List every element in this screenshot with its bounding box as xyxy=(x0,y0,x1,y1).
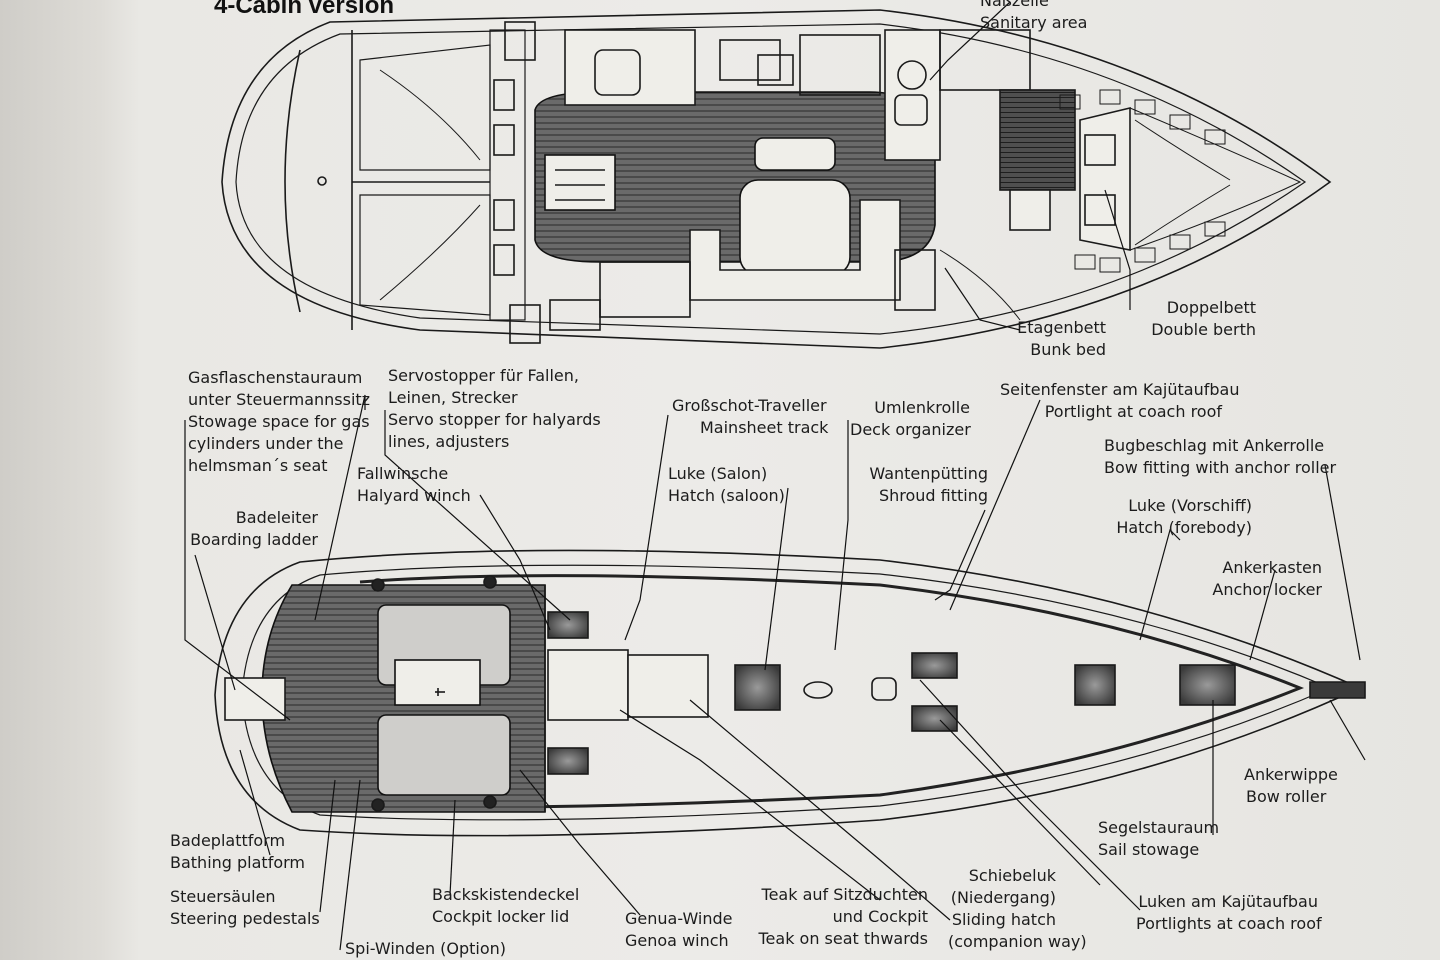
label-servo-stopper: Servostopper für Fallen, Leinen, Strecke… xyxy=(388,366,601,451)
label-gas-cylinder-stowage: Gasflaschenstauraum unter Steuermannssit… xyxy=(188,368,371,475)
label-bow-fitting: Bugbeschlag mit Ankerrolle Bow fitting w… xyxy=(1104,436,1337,477)
hull-outline-top xyxy=(221,9,1332,349)
label-double-berth: Doppelbett Double berth xyxy=(1151,298,1256,339)
label-portlights-coach-roof: Luken am Kajütaufbau Portlights at coach… xyxy=(1136,892,1322,933)
label-spinnaker-winches: Spi-Winden (Option) xyxy=(345,939,507,958)
label-bunk-bed: Etagenbett Bunk bed xyxy=(1017,318,1106,359)
label-anchor-locker: Ankerkasten Anchor locker xyxy=(1212,558,1322,599)
hull-outline-deck xyxy=(214,549,1362,837)
label-bathing-platform: Badeplattform Bathing platform xyxy=(170,831,306,872)
cabin-layout-plan xyxy=(221,9,1332,349)
label-teak-seats: Teak auf Sitzduchten und Cockpit Teak on… xyxy=(758,885,928,948)
label-deck-organizer: Umlenkrolle Deck organizer xyxy=(850,398,971,439)
deck-plan xyxy=(214,549,1366,837)
label-sanitary-area: Naßzelle Sanitary area xyxy=(980,0,1088,32)
label-boarding-ladder: Badeleiter Boarding ladder xyxy=(190,508,318,549)
label-halyard-winch: Fallwinsche Halyard winch xyxy=(357,464,471,505)
label-cockpit-locker-lid: Backskistendeckel Cockpit locker lid xyxy=(432,885,580,926)
label-sliding-hatch: Schiebeluk (Niedergang) Sliding hatch (c… xyxy=(948,866,1087,951)
label-hatch-forebody: Luke (Vorschiff) Hatch (forebody) xyxy=(1116,496,1252,537)
diagram-title: 4-Cabin version xyxy=(214,0,395,19)
label-steering-pedestals: Steuersäulen Steering pedestals xyxy=(170,887,320,928)
label-shroud-fitting: Wantenpütting Shroud fitting xyxy=(869,464,988,505)
label-mainsheet-track: Großschot-Traveller Mainsheet track xyxy=(672,396,829,437)
label-genoa-winch: Genua-Winde Genoa winch xyxy=(625,909,733,950)
label-hatch-saloon: Luke (Salon) Hatch (saloon) xyxy=(668,464,785,505)
label-portlight-coach-roof: Seitenfenster am Kajütaufbau Portlight a… xyxy=(1000,380,1240,421)
label-sail-stowage: Segelstauraum Sail stowage xyxy=(1098,818,1220,859)
leader-lines xyxy=(184,1,1366,951)
label-bow-roller: Ankerwippe Bow roller xyxy=(1244,765,1338,806)
